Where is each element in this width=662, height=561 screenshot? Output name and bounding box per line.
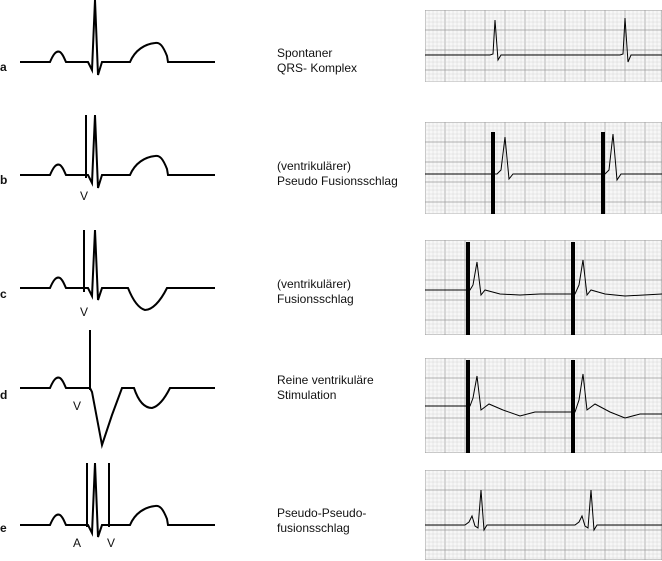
row-c: c V (ventrikulärer) Fusionsschlag [0, 230, 662, 335]
row-letter: e [0, 521, 7, 535]
caption: Pseudo-Pseudo- fusionsschlag [277, 506, 366, 536]
caption-line: fusionsschlag [277, 521, 350, 535]
waveform-trace [20, 114, 215, 189]
waveform-trace [20, 462, 215, 538]
waveform-trace [20, 230, 215, 312]
row-letter: d [0, 388, 8, 402]
ecg-strip-e [425, 470, 662, 560]
pacing-artifact [466, 360, 470, 453]
marker-label-v: V [80, 305, 88, 319]
caption-line: Spontaner [277, 46, 333, 60]
ecg-grid [425, 122, 662, 214]
row-letter: c [0, 287, 7, 301]
pacing-artifact [491, 132, 495, 214]
caption: Reine ventrikuläre Stimulation [277, 373, 374, 403]
ecg-trace [425, 17, 662, 63]
caption-line: QRS- Komplex [277, 61, 358, 75]
caption: (ventrikulärer) Pseudo Fusionsschlag [277, 159, 398, 189]
row-letter: b [0, 173, 8, 187]
ecg-strip-c [425, 240, 662, 335]
schema-waveform-d: V [20, 330, 215, 449]
ecg-grid [425, 470, 662, 560]
row-b: b V (ventrikulärer) Pseudo Fusionsschlag [0, 110, 662, 220]
marker-label-v: V [80, 189, 88, 203]
ecg-trace [425, 489, 662, 532]
pacing-artifact [571, 360, 575, 453]
ecg-trace [425, 133, 662, 182]
pacing-artifact [466, 242, 470, 335]
ecg-strip-a [425, 10, 662, 82]
waveform-trace [20, 0, 215, 76]
caption-line: Pseudo Fusionsschlag [277, 174, 398, 188]
marker-label-v: V [73, 399, 81, 413]
marker-label-v: V [107, 536, 115, 550]
schema-waveform-e: A V [20, 462, 215, 550]
pacing-artifact [601, 132, 605, 214]
caption-line: (ventrikulärer) [277, 277, 352, 291]
caption-line: (ventrikulärer) [277, 159, 352, 173]
waveform-trace [20, 376, 215, 449]
ecg-grid [425, 358, 662, 453]
schema-waveform-c: V [20, 230, 215, 319]
ecg-trace [425, 259, 662, 297]
ecg-strip-b [425, 122, 662, 214]
caption: Spontaner QRS- Komplex [277, 46, 357, 76]
ecg-grid [425, 10, 662, 82]
marker-label-a: A [73, 536, 81, 550]
row-e: e A V Pseudo-Pseudo- fusionsschlag [0, 455, 662, 561]
ecg-trace [425, 373, 662, 419]
row-d: d V Reine ventrikuläre Stimulation [0, 330, 662, 455]
caption-line: Fusionsschlag [277, 292, 354, 306]
caption-line: Reine ventrikuläre [277, 373, 374, 387]
schema-waveform-a [20, 0, 215, 76]
caption-line: Stimulation [277, 388, 337, 402]
schema-waveform-b: V [20, 114, 215, 203]
caption-line: Pseudo-Pseudo- [277, 506, 367, 520]
ecg-grid [425, 240, 662, 335]
pacing-artifact [571, 242, 575, 335]
ecg-strip-d [425, 358, 662, 453]
row-letter: a [0, 60, 7, 74]
caption: (ventrikulärer) Fusionsschlag [277, 277, 354, 307]
row-a: a Spontaner QRS- Komplex [0, 0, 662, 90]
